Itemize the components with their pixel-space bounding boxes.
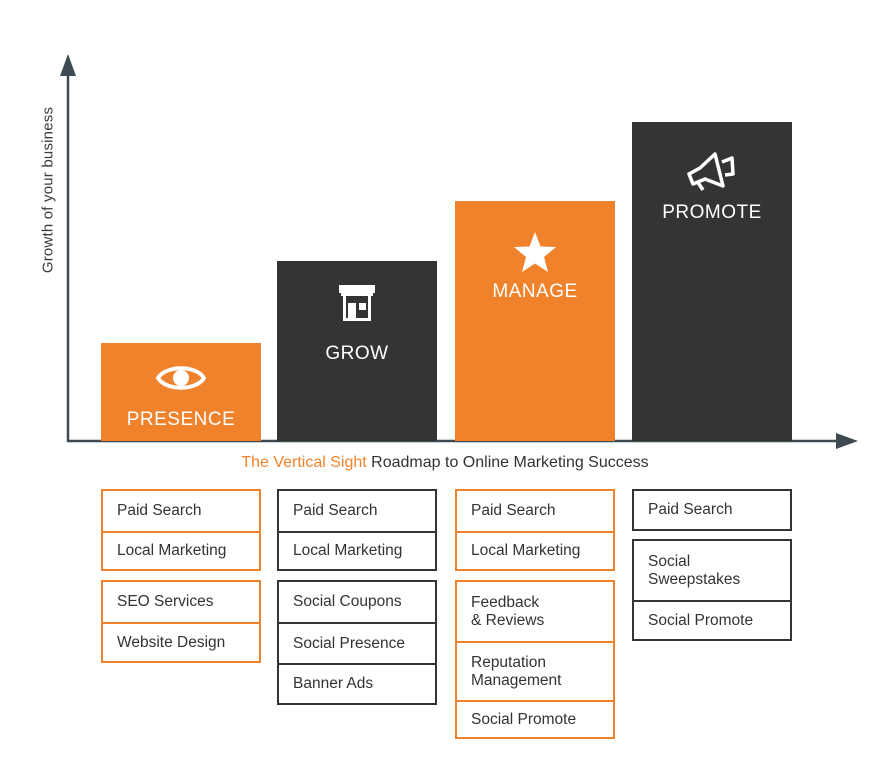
service-label: Feedback & Reviews <box>471 593 545 629</box>
service-item: Feedback & Reviews <box>457 582 613 641</box>
stage-label: GROW <box>325 343 389 364</box>
service-label: Local Marketing <box>293 542 403 559</box>
y-axis-label: Growth of your business <box>39 106 57 274</box>
stage-bar-manage: MANAGE <box>455 201 615 441</box>
service-label: Paid Search <box>471 502 556 519</box>
y-axis-arrowhead <box>60 54 76 76</box>
service-box: SEO Services Website Design <box>101 580 261 663</box>
storefront-icon <box>339 285 375 321</box>
stage-bar-grow: GROW <box>277 261 437 441</box>
service-item: Paid Search <box>634 491 790 529</box>
star-icon <box>514 232 556 272</box>
service-item: Local Marketing <box>279 531 435 569</box>
service-box: Social Coupons Social Presence Banner Ad… <box>277 580 437 705</box>
eye-icon <box>155 366 207 390</box>
service-label: Social Coupons <box>293 593 402 610</box>
stage-bar-presence: PRESENCE <box>101 343 261 441</box>
service-label: SEO Services <box>117 593 214 610</box>
service-item: Paid Search <box>103 491 259 531</box>
service-label: Website Design <box>117 633 226 651</box>
service-box: Feedback & Reviews Reputation Management… <box>455 580 615 739</box>
service-item: SEO Services <box>103 582 259 622</box>
service-label: Local Marketing <box>117 542 227 559</box>
service-item: Paid Search <box>279 491 435 531</box>
service-item: Social Promote <box>634 600 790 639</box>
service-label: Social Presence <box>293 634 406 652</box>
service-box: Paid Search Local Marketing <box>455 489 615 571</box>
service-label: Paid Search <box>293 502 378 519</box>
service-item: Local Marketing <box>457 531 613 569</box>
service-item: Social Sweepstakes <box>634 541 790 600</box>
service-box: Paid Search Local Marketing <box>101 489 261 571</box>
roadmap-caption: The Vertical Sight Roadmap to Online Mar… <box>0 454 890 472</box>
brand-name: The Vertical Sight <box>241 454 367 471</box>
service-item: Social Promote <box>457 700 613 737</box>
stage-label: PRESENCE <box>126 409 236 430</box>
stage-label: PROMOTE <box>662 202 762 223</box>
service-box: Social Sweepstakes Social Promote <box>632 539 792 641</box>
service-label: Paid Search <box>648 501 733 518</box>
service-label: Local Marketing <box>471 542 581 559</box>
stage-bar-promote: PROMOTE <box>632 122 792 441</box>
service-box: Paid Search <box>632 489 792 531</box>
service-item: Reputation Management <box>457 641 613 700</box>
service-box: Paid Search Local Marketing <box>277 489 437 571</box>
megaphone-icon <box>687 152 735 191</box>
service-item: Website Design <box>103 622 259 661</box>
service-item: Banner Ads <box>279 663 435 703</box>
service-label: Banner Ads <box>293 675 374 692</box>
service-label: Reputation Management <box>471 653 562 689</box>
caption-text: Roadmap to Online Marketing Success <box>366 454 649 471</box>
service-item: Local Marketing <box>103 531 259 569</box>
x-axis-arrowhead <box>836 433 858 449</box>
service-item: Social Presence <box>279 622 435 663</box>
stage-label: MANAGE <box>492 281 578 302</box>
service-label: Social Promote <box>471 710 577 728</box>
service-item: Social Coupons <box>279 582 435 622</box>
service-item: Paid Search <box>457 491 613 531</box>
service-label: Social Sweepstakes <box>648 552 741 588</box>
service-label: Paid Search <box>117 502 202 519</box>
service-label: Social Promote <box>648 611 754 629</box>
